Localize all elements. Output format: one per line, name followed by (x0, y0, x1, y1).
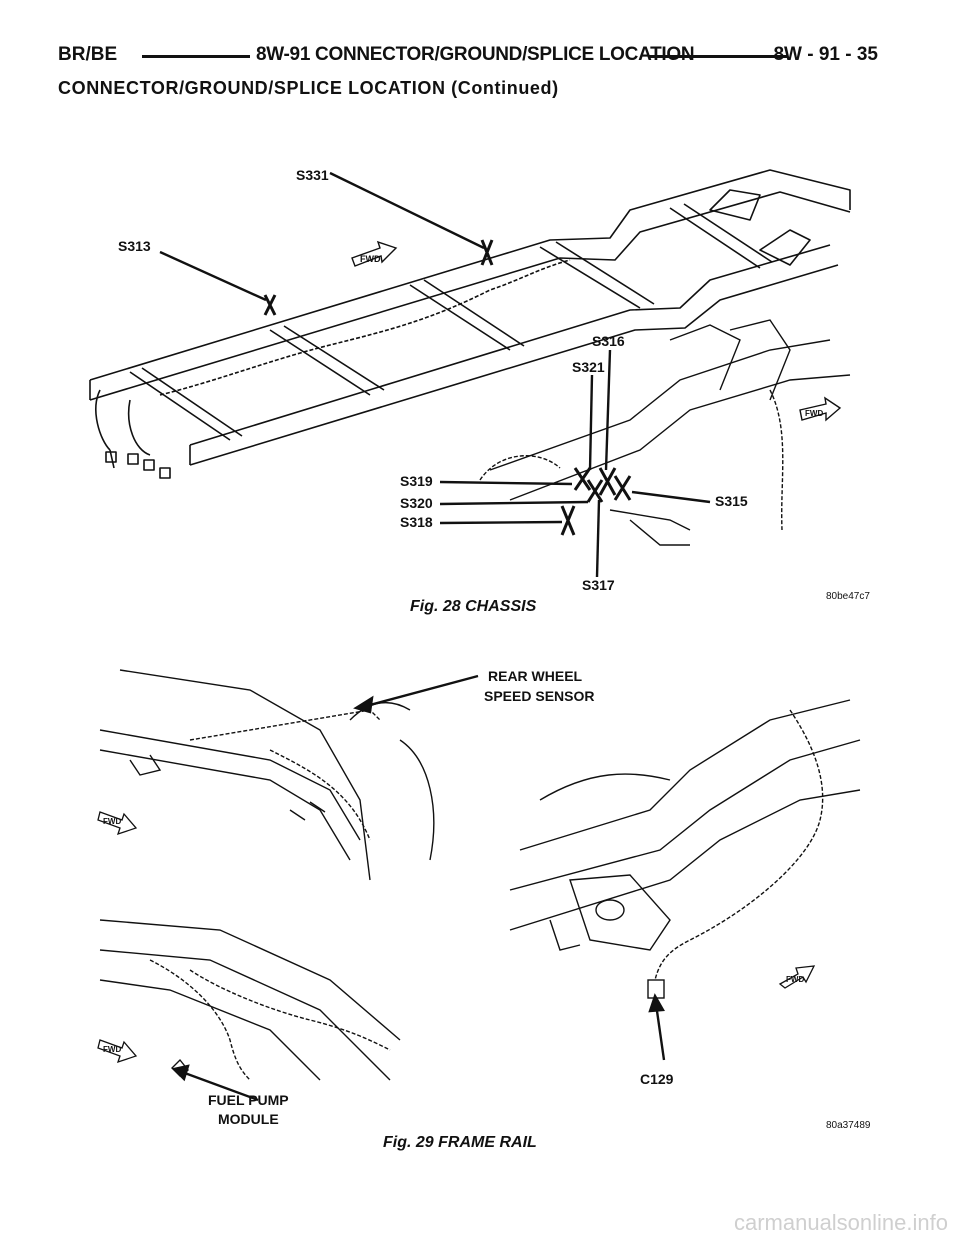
chassis-rail-left (89, 169, 851, 381)
label-s317: S317 (582, 577, 615, 593)
header-rule-right (648, 55, 788, 58)
crossmember-1 (129, 367, 243, 441)
rail-detail-lower-left (99, 919, 401, 1081)
leader-rear-wheel-speed-sensor (365, 674, 479, 708)
label-s316: S316 (592, 333, 625, 349)
header-model: BR/BE (58, 44, 118, 65)
label-c129: C129 (640, 1071, 674, 1087)
crossmember-4 (539, 241, 655, 309)
label-s321: S321 (572, 359, 605, 375)
watermark: carmanualsonline.info (733, 1210, 948, 1235)
leader-s321 (588, 374, 594, 471)
header-rule-left (142, 55, 250, 58)
figure-chassis: FWD FWD S331 S313 S316 S321 S319 S320 S3… (70, 150, 870, 610)
section-title: CONNECTOR/GROUND/SPLICE LOCATION (Contin… (58, 78, 559, 98)
figure-frame-rail: FWD FWD FWD REAR WHEEL SPEED SENSOR FUEL… (70, 660, 870, 1130)
page-header: BR/BE 8W-91 CONNECTOR/GROUND/SPLICE LOCA… (58, 44, 878, 74)
leader-s315 (631, 490, 711, 504)
fwd-arrow-icon: FWD (351, 240, 398, 267)
figure-28-code: 80be47c7 (826, 591, 870, 602)
chassis-rail-right (189, 244, 831, 446)
splice-markers (263, 239, 632, 536)
rail-detail-right (509, 699, 861, 999)
label-module: MODULE (218, 1111, 279, 1127)
fwd-arrow-icon-right: FWD (778, 965, 816, 989)
splice-detail-inset (479, 319, 851, 546)
leader-s317 (595, 499, 601, 578)
svg-text:FWD: FWD (103, 1045, 121, 1054)
label-rear-wheel: REAR WHEEL (488, 668, 583, 684)
header-section: 8W-91 CONNECTOR/GROUND/SPLICE LOCATION (256, 44, 695, 65)
leader-c129 (654, 1003, 666, 1061)
svg-text:FWD: FWD (360, 254, 381, 264)
figure-29-caption: Fig. 29 FRAME RAIL (383, 1134, 537, 1151)
label-s331: S331 (296, 167, 329, 183)
label-s315: S315 (715, 493, 748, 509)
leader-s318 (439, 520, 563, 525)
label-s313: S313 (118, 238, 151, 254)
crossmember-3 (409, 279, 525, 351)
leader-s331 (329, 171, 485, 250)
splice-s331-mark (480, 239, 494, 266)
label-s318: S318 (400, 514, 433, 530)
fwd-arrow-icon-lower-left: FWD (97, 1039, 138, 1064)
leader-s316 (604, 349, 612, 471)
label-s319: S319 (400, 473, 433, 489)
frame-rail-diagram: FWD FWD FWD REAR WHEEL SPEED SENSOR FUEL… (97, 668, 861, 1127)
label-fuel-pump: FUEL PUMP (208, 1092, 289, 1108)
svg-text:FWD: FWD (103, 817, 121, 826)
leader-fuel-pump-module (181, 1070, 259, 1102)
label-s320: S320 (400, 495, 433, 511)
svg-text:FWD: FWD (805, 409, 823, 418)
label-speed-sensor: SPEED SENSOR (484, 688, 594, 704)
harness-main (159, 259, 571, 396)
crossmember-5 (669, 203, 773, 269)
leader-s319 (439, 480, 573, 486)
svg-text:FWD: FWD (786, 975, 804, 984)
fwd-arrow-icon-inset: FWD (799, 396, 842, 422)
figure-29-code: 80a37489 (826, 1120, 871, 1131)
header-page-number: 8W - 91 - 35 (773, 44, 878, 65)
leader-s320 (439, 500, 589, 506)
chassis-diagram: FWD FWD S331 S313 S316 S321 S319 S320 S3… (89, 167, 851, 593)
leader-s313 (159, 250, 267, 302)
figure-28-caption: Fig. 28 CHASSIS (410, 598, 537, 615)
crossmember-2 (269, 325, 385, 396)
splice-s313-mark (263, 294, 277, 316)
fwd-arrow-icon-upper-left: FWD (97, 811, 138, 836)
